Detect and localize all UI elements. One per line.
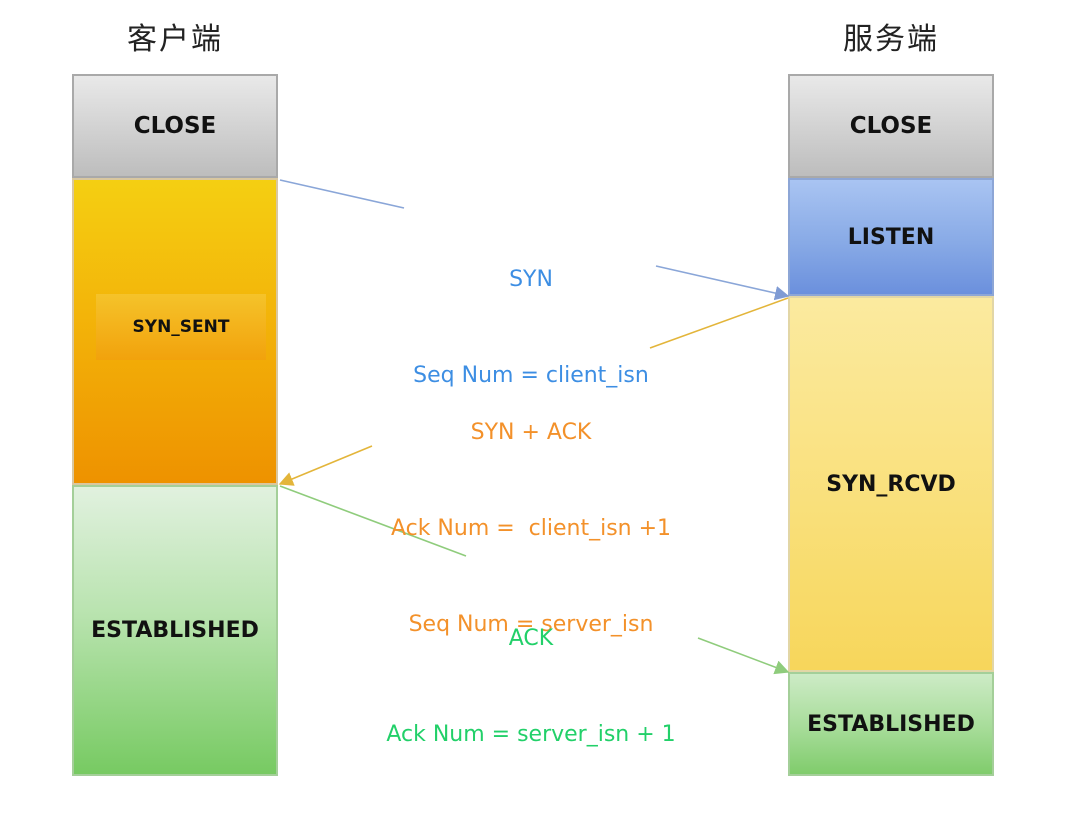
ack-arrow-segment-2 <box>697 637 790 675</box>
synack-message-seq: Seq Num = server_isn <box>408 612 654 637</box>
client-state-established: ESTABLISHED <box>72 485 278 776</box>
synack-arrow-segment-1 <box>649 297 789 349</box>
server-title: 服务端 <box>843 22 939 57</box>
ack-message-title: ACK <box>508 626 554 651</box>
server-state-listen: LISTEN <box>788 178 994 296</box>
syn-sent-label: SYN_SENT <box>96 294 266 360</box>
ack-message: ACK Ack Num = server_isn + 1 <box>336 559 726 783</box>
client-title: 客户端 <box>127 22 223 57</box>
syn-message: SYN Seq Num = client_isn <box>356 200 706 424</box>
syn-arrow-segment-2 <box>655 265 790 301</box>
syn-message-seq: Seq Num = client_isn <box>413 363 649 388</box>
synack-message-title: SYN + ACK <box>470 420 592 445</box>
client-state-syn-sent: SYN_SENT <box>72 178 278 485</box>
client-state-close: CLOSE <box>72 74 278 178</box>
syn-arrow-segment-1 <box>279 179 405 209</box>
server-state-syn-rcvd: SYN_RCVD <box>788 296 994 672</box>
syn-message-title: SYN <box>509 267 553 292</box>
server-state-close: CLOSE <box>788 74 994 178</box>
synack-message-ack: Ack Num = client_isn +1 <box>390 516 672 541</box>
ack-arrow-segment-1 <box>279 485 467 557</box>
synack-arrow-segment-2 <box>278 445 373 486</box>
synack-message: SYN + ACK Ack Num = client_isn +1 Seq Nu… <box>336 353 726 673</box>
ack-message-ack: Ack Num = server_isn + 1 <box>386 722 676 747</box>
server-state-established: ESTABLISHED <box>788 672 994 776</box>
